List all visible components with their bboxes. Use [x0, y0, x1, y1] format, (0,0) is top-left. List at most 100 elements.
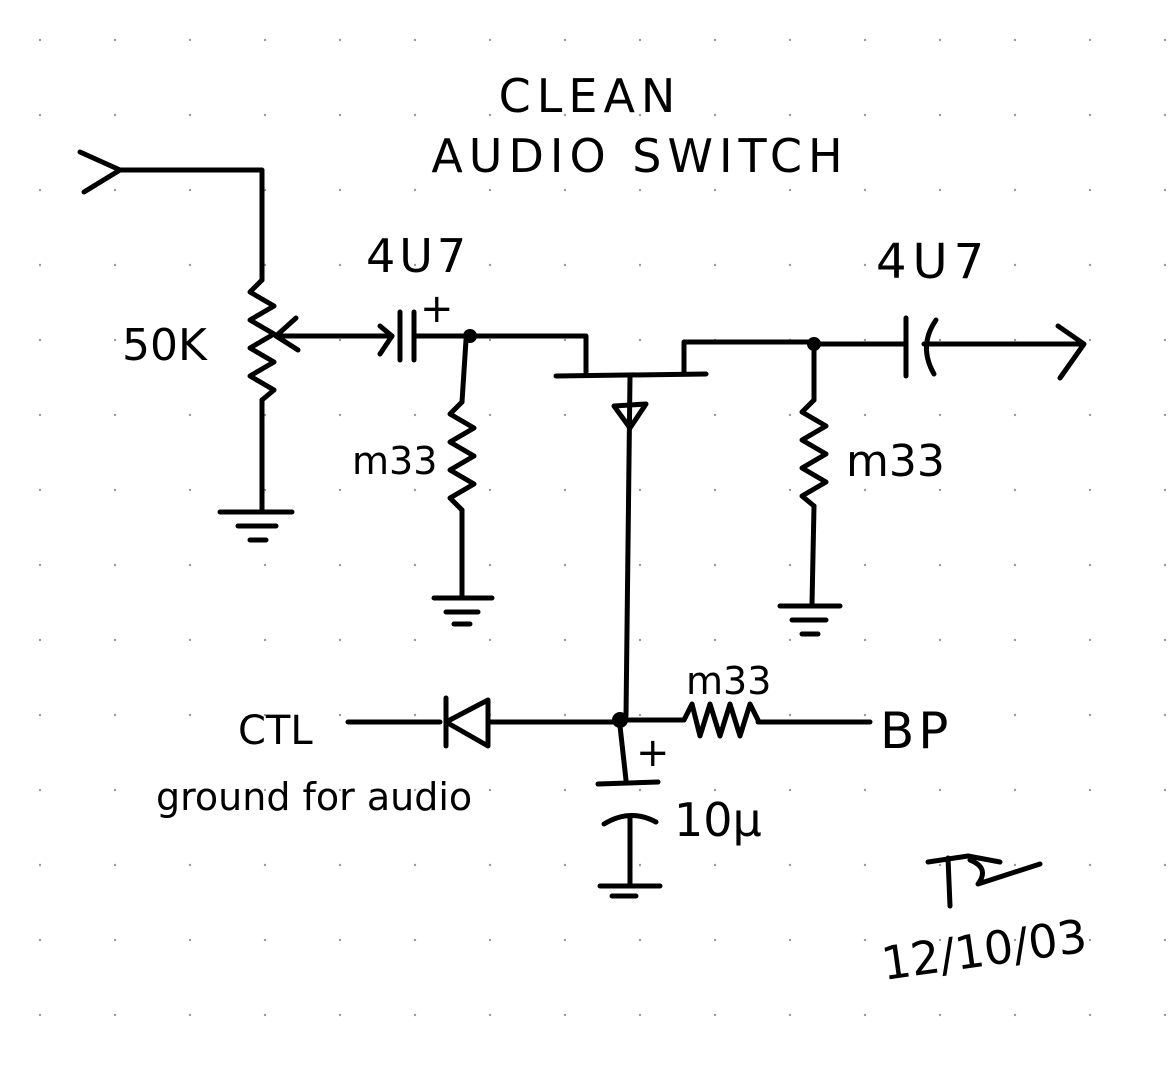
capacitor-input	[377, 309, 473, 363]
grid-dot	[1163, 638, 1167, 642]
grid-dot	[488, 113, 492, 117]
grid-dot	[1163, 863, 1167, 867]
grid-dot	[38, 713, 42, 717]
res-left-label: m33	[352, 439, 437, 483]
grid-dot	[338, 563, 342, 567]
grid-dot	[113, 188, 117, 192]
grid-dot	[1013, 188, 1017, 192]
grid-dot	[263, 38, 267, 42]
grid-dot	[488, 413, 492, 417]
grid-dot	[938, 1013, 942, 1017]
grid-dot	[1088, 413, 1092, 417]
grid-dot	[413, 563, 417, 567]
grid-dot	[338, 938, 342, 942]
potentiometer-50k	[247, 277, 395, 513]
resistor-left	[447, 333, 589, 599]
grid-dot	[713, 638, 717, 642]
grid-dot	[713, 413, 717, 417]
grid-dot	[413, 488, 417, 492]
grid-dot	[563, 38, 567, 42]
grid-dot	[713, 263, 717, 267]
grid-dot	[263, 788, 267, 792]
grid-dot	[188, 863, 192, 867]
grid-dot	[938, 788, 942, 792]
grid-dot	[563, 113, 567, 117]
grid-dot	[488, 788, 492, 792]
grid-dot	[563, 938, 567, 942]
grid-dot	[338, 788, 342, 792]
res-bottom-label: m33	[686, 659, 771, 703]
cap-in-polarity: +	[420, 286, 454, 332]
paper-dot-grid	[38, 38, 1167, 1017]
cap-in-label: 4U7	[366, 229, 470, 283]
grid-dot	[563, 788, 567, 792]
grid-dot	[113, 1013, 117, 1017]
grid-dot	[38, 413, 42, 417]
grid-dot	[1163, 1013, 1167, 1017]
grid-dot	[113, 638, 117, 642]
grid-dot	[863, 1013, 867, 1017]
grid-dot	[263, 863, 267, 867]
grid-dot	[563, 413, 567, 417]
grid-dot	[338, 863, 342, 867]
grid-dot	[338, 188, 342, 192]
grid-dot	[563, 638, 567, 642]
grid-dot	[488, 938, 492, 942]
grid-dot	[1013, 563, 1017, 567]
grid-dot	[863, 713, 867, 717]
grid-dot	[938, 113, 942, 117]
grid-dot	[188, 38, 192, 42]
grid-dot	[188, 113, 192, 117]
grid-dot	[863, 938, 867, 942]
grid-dot	[113, 938, 117, 942]
pot-label: 50K	[122, 320, 208, 371]
grid-dot	[938, 488, 942, 492]
grid-dot	[1163, 563, 1167, 567]
grid-dot	[38, 338, 42, 342]
grid-dot	[338, 1013, 342, 1017]
grid-dot	[188, 1013, 192, 1017]
grid-dot	[188, 563, 192, 567]
grid-dot	[863, 863, 867, 867]
grid-dot	[1163, 938, 1167, 942]
grid-dot	[1163, 413, 1167, 417]
grid-dot	[338, 638, 342, 642]
grid-dot	[563, 863, 567, 867]
grid-dot	[113, 263, 117, 267]
grid-dot	[863, 338, 867, 342]
grid-dot	[563, 563, 567, 567]
grid-dot	[713, 188, 717, 192]
capacitor-output	[811, 315, 1087, 381]
grid-dot	[863, 113, 867, 117]
grid-dot	[938, 338, 942, 342]
grid-dot	[638, 638, 642, 642]
grid-dot	[38, 788, 42, 792]
grid-dot	[338, 713, 342, 717]
grid-dot	[413, 788, 417, 792]
grid-dot	[338, 338, 342, 342]
grid-dot	[863, 263, 867, 267]
grid-dot	[188, 638, 192, 642]
ctl-note: ground for audio	[156, 775, 472, 819]
grid-dot	[638, 563, 642, 567]
input-terminal	[77, 149, 265, 283]
grid-dot	[713, 488, 717, 492]
grid-dot	[413, 863, 417, 867]
grid-dot	[563, 488, 567, 492]
grid-dot	[638, 1013, 642, 1017]
grid-dot	[38, 938, 42, 942]
grid-dot	[263, 713, 267, 717]
grid-dot	[713, 563, 717, 567]
title-line-2: AUDIO SWITCH	[431, 129, 848, 183]
grid-dot	[1163, 488, 1167, 492]
grid-dot	[488, 1013, 492, 1017]
grid-dot	[413, 638, 417, 642]
res-right-label: m33	[846, 436, 945, 487]
grid-dot	[263, 563, 267, 567]
grid-dot	[1013, 938, 1017, 942]
grid-dot	[113, 413, 117, 417]
resistor-right	[799, 345, 829, 607]
grid-dot	[263, 113, 267, 117]
grid-dot	[188, 938, 192, 942]
grid-dot	[413, 713, 417, 717]
